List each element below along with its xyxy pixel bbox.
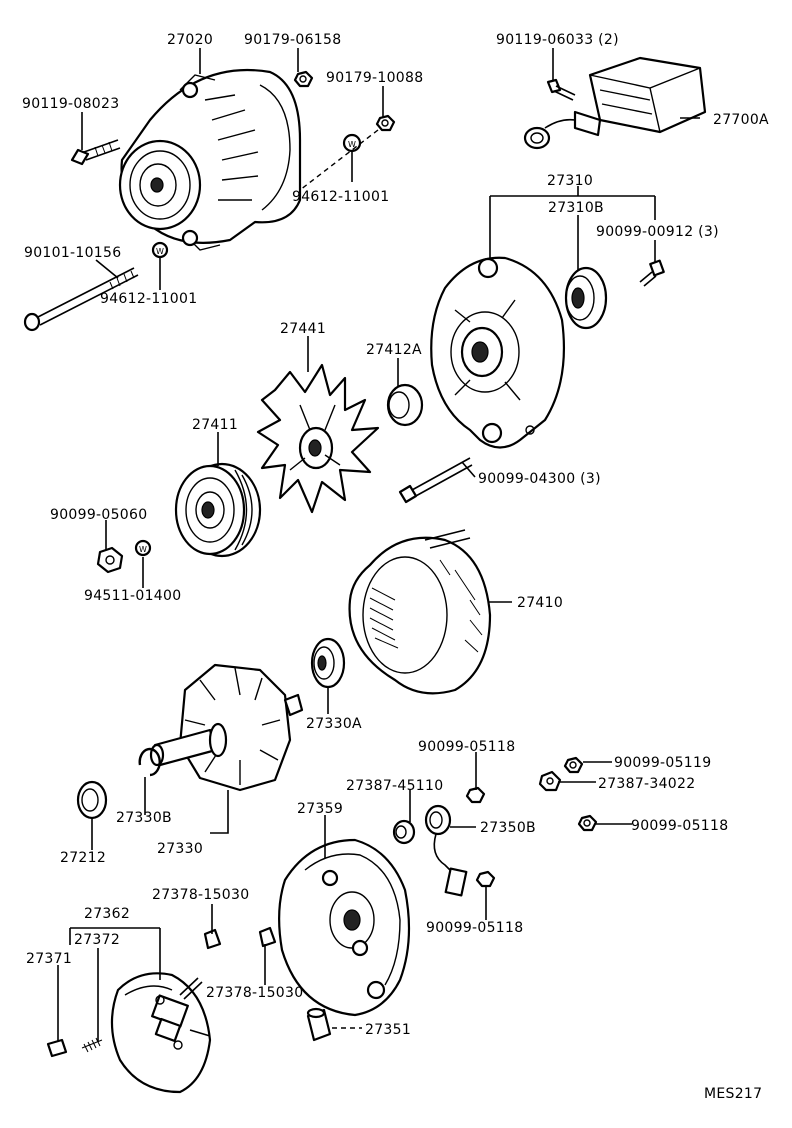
brush-holder-27362-drawing — [110, 972, 212, 1094]
label-90099-05118-upper: 90099-05118 — [418, 739, 515, 755]
rectifier-end-frame-27359-drawing — [278, 838, 411, 1017]
diagram-code: MES217 — [704, 1086, 762, 1102]
label-27350B: 27350B — [480, 820, 536, 836]
label-27371: 27371 — [26, 951, 72, 967]
through-bolt-90101-10156-drawing — [23, 267, 139, 332]
washer-94612-11001-lower-drawing: W — [151, 241, 169, 259]
stator-27410-drawing — [348, 529, 492, 695]
label-90099-05060: 90099-05060 — [50, 507, 147, 523]
nut-90099-05118-right-drawing — [577, 814, 598, 832]
label-90101-10156: 90101-10156 — [24, 245, 121, 261]
svg-text:W: W — [156, 247, 164, 256]
label-27310B: 27310B — [548, 200, 604, 216]
washer-94612-11001-upper-drawing: W — [342, 133, 362, 153]
fan-27441-drawing — [256, 363, 380, 514]
label-27700A: 27700A — [713, 112, 769, 128]
nut-90179-10088-drawing — [375, 114, 396, 132]
screw-90119-06033-drawing — [546, 78, 576, 101]
svg-text:W: W — [139, 545, 147, 554]
bolt-90119-08023-drawing — [70, 139, 121, 166]
nut-90099-05118-lower-drawing — [475, 870, 496, 888]
label-27330B: 27330B — [116, 810, 172, 826]
label-27441: 27441 — [280, 321, 326, 337]
brush-27371-drawing — [46, 1038, 68, 1058]
label-90099-05118-lower: 90099-05118 — [426, 920, 523, 936]
label-94612-11001-upper: 94612-11001 — [292, 189, 389, 205]
label-90179-06158: 90179-06158 — [244, 32, 341, 48]
nut-90099-05060-drawing — [96, 546, 124, 574]
label-90119-06033: 90119-06033 (2) — [496, 32, 619, 48]
label-94511-01400: 94511-01400 — [84, 588, 181, 604]
label-90099-00912: 90099-00912 (3) — [596, 224, 719, 240]
label-27020: 27020 — [167, 32, 213, 48]
nut-90099-05118-upper-drawing — [465, 786, 486, 804]
label-27412A: 27412A — [366, 342, 422, 358]
label-27351: 27351 — [365, 1022, 411, 1038]
spacer-27412A-drawing — [386, 383, 424, 427]
label-90179-10088: 90179-10088 — [326, 70, 423, 86]
insulator-27378-15030-lower-drawing — [258, 926, 277, 948]
label-27359: 27359 — [297, 801, 343, 817]
label-27212: 27212 — [60, 850, 106, 866]
brush-spring-27372-drawing — [81, 1037, 103, 1053]
label-27372: 27372 — [74, 932, 120, 948]
label-27410: 27410 — [517, 595, 563, 611]
label-94612-11001-lower: 94612-11001 — [100, 291, 197, 307]
washer-94511-01400-drawing: W — [134, 539, 152, 557]
insulator-27387-34022-drawing — [538, 770, 562, 792]
label-27362: 27362 — [84, 906, 130, 922]
insulator-27387-45110-drawing — [392, 819, 416, 845]
bushing-27351-drawing — [306, 1007, 332, 1042]
rectifier-27350B-drawing — [424, 804, 468, 897]
nut-90099-05119-drawing — [563, 756, 584, 774]
snap-ring-27330B-drawing — [138, 747, 161, 777]
alternator-assembly-drawing — [118, 68, 302, 251]
through-bolt-90099-04300-drawing — [398, 457, 473, 504]
label-27378-15030-lower: 27378-15030 — [206, 985, 303, 1001]
label-27387-34022: 27387-34022 — [598, 776, 695, 792]
screw-90099-00912-drawing — [639, 259, 665, 287]
rotor-27330-drawing — [149, 663, 304, 792]
drive-end-frame-27310-drawing — [430, 256, 566, 449]
label-90099-05118-right: 90099-05118 — [631, 818, 728, 834]
label-27378-15030-upper: 27378-15030 — [152, 887, 249, 903]
voltage-regulator-27700A-drawing — [523, 56, 707, 150]
pulley-27411-drawing — [174, 462, 262, 558]
part-labels: 27020 90179-06158 90179-10088 90119-0802… — [22, 32, 769, 1102]
label-90099-04300: 90099-04300 (3) — [478, 471, 601, 487]
svg-text:W: W — [348, 140, 356, 149]
label-90099-05119: 90099-05119 — [614, 755, 711, 771]
nut-90179-06158-drawing — [293, 70, 314, 88]
label-27411: 27411 — [192, 417, 238, 433]
label-27387-45110: 27387-45110 — [346, 778, 443, 794]
label-90119-08023: 90119-08023 — [22, 96, 119, 112]
bearing-27330A-drawing — [310, 637, 346, 689]
label-27310: 27310 — [547, 173, 593, 189]
leader-lines — [57, 48, 700, 1042]
bearing-27310B-drawing — [564, 266, 608, 330]
label-27330A: 27330A — [306, 716, 362, 732]
seal-27212-drawing — [76, 780, 108, 820]
label-27330: 27330 — [157, 841, 203, 857]
